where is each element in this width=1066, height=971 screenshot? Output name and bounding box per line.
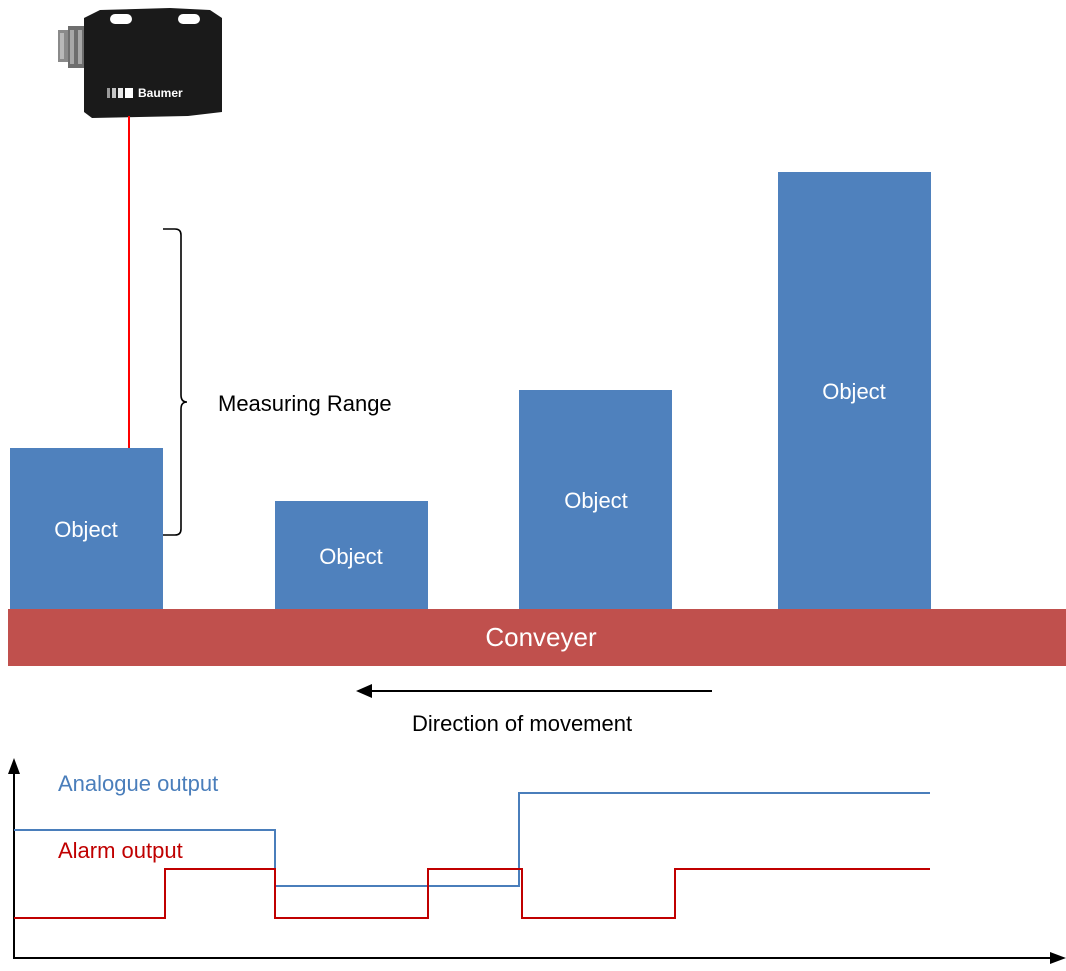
object-4: Object <box>778 172 931 609</box>
object-label: Object <box>564 488 628 513</box>
analogue-output-label: Analogue output <box>58 771 218 796</box>
alarm-output-label: Alarm output <box>58 838 183 863</box>
direction-label: Direction of movement <box>412 711 632 736</box>
sensor-device: Baumer <box>58 8 222 118</box>
signal-axes <box>8 758 1066 964</box>
measuring-range-bracket <box>163 228 188 536</box>
arrow-up-icon <box>8 758 20 774</box>
object-box <box>519 390 672 609</box>
brand-text: Baumer <box>138 86 183 100</box>
object-3: Object <box>519 390 672 609</box>
object-box <box>778 172 931 609</box>
analogue-output-line <box>14 792 930 887</box>
object-1: Object <box>10 448 163 609</box>
mounting-hole-icon <box>110 14 132 24</box>
measuring-range-label: Measuring Range <box>218 391 392 416</box>
object-label: Object <box>54 517 118 542</box>
arrow-right-icon <box>1050 952 1066 964</box>
object-label: Object <box>822 379 886 404</box>
baumer-logo: Baumer <box>107 86 183 100</box>
conveyor-label: Conveyer <box>485 622 597 652</box>
object-label: Object <box>319 544 383 569</box>
mounting-hole-icon <box>178 14 200 24</box>
sensor-body <box>84 8 222 118</box>
connector-icon <box>58 26 88 68</box>
direction-arrow <box>356 684 712 698</box>
conveyor-belt <box>8 609 1066 666</box>
object-box <box>275 501 428 609</box>
alarm-output-line <box>14 868 930 919</box>
object-2: Object <box>275 501 428 609</box>
object-box <box>10 448 163 609</box>
arrow-left-icon <box>356 684 372 698</box>
conveyor: Conveyer <box>8 609 1066 666</box>
